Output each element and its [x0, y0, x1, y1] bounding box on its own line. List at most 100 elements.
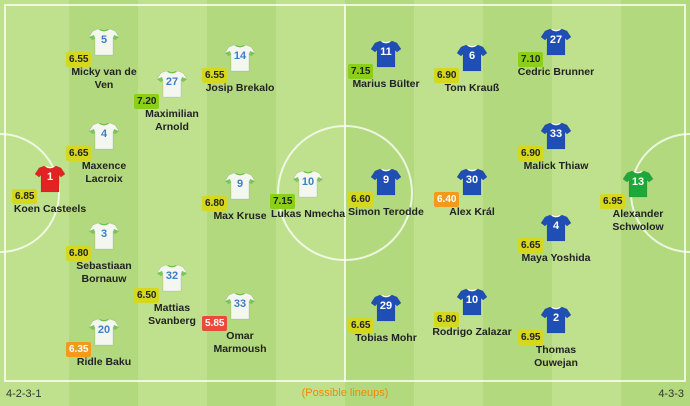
jersey-number: 4 [552, 220, 560, 232]
player-name: Mattias Svanberg [148, 302, 196, 327]
player-rating-badge: 7.10 [518, 52, 544, 67]
player-name: Marius Bülter [352, 78, 420, 90]
player-rating-badge: 6.80 [434, 312, 460, 327]
jersey-icon: 11 [371, 40, 401, 68]
away-formation: 4-3-3 [658, 388, 684, 400]
jersey-number: 11 [380, 46, 392, 58]
player-rating-badge: 6.65 [348, 318, 374, 333]
jersey-number: 10 [301, 176, 315, 188]
player-rating-badge: 6.60 [348, 192, 374, 207]
jersey-number: 27 [165, 76, 179, 88]
player-name: Max Kruse [213, 210, 267, 222]
player-rating-badge: 6.80 [66, 246, 92, 261]
jersey-number: 14 [233, 50, 247, 62]
jersey-number: 29 [379, 300, 393, 312]
player-name: Omar Marmoush [213, 330, 267, 355]
player-rating-badge: 6.40 [434, 192, 460, 207]
jersey-icon: 3 [89, 222, 119, 250]
jersey-number: 4 [100, 128, 108, 140]
player-name: Micky van de Ven [71, 66, 137, 91]
jersey-number: 3 [100, 228, 108, 240]
player-rating-badge: 6.95 [518, 330, 544, 345]
player-name: Lukas Nmecha [270, 208, 346, 220]
player-name: Alexander Schwolow [612, 208, 664, 233]
jersey-icon: 10 [293, 170, 323, 198]
player-name: Tom Krauß [444, 82, 500, 94]
jersey-icon: 33 [225, 292, 255, 320]
player-rating-badge: 7.20 [134, 94, 160, 109]
home-formation: 4-2-3-1 [6, 388, 42, 400]
player-name: Alex Král [449, 206, 495, 218]
player-name: Simon Terodde [348, 206, 424, 218]
jersey-icon: 9 [371, 168, 401, 196]
player-rating-badge: 6.90 [518, 146, 544, 161]
possible-lineups-link[interactable]: (Possible lineups) [301, 387, 389, 399]
jersey-icon: 1 [35, 165, 65, 193]
jersey-number: 9 [382, 174, 390, 186]
jersey-number: 27 [549, 34, 563, 46]
jersey-number: 32 [165, 270, 179, 282]
player-name: Josip Brekalo [205, 82, 275, 94]
jersey-icon: 14 [225, 44, 255, 72]
player-rating-badge: 6.85 [12, 189, 38, 204]
player-name: Malick Thiaw [523, 160, 589, 172]
player-rating-badge: 7.15 [270, 194, 296, 209]
player-rating-badge: 6.55 [66, 52, 92, 67]
jersey-number: 33 [233, 298, 247, 310]
player-rating-badge: 6.55 [202, 68, 228, 83]
jersey-number: 1 [46, 171, 54, 183]
jersey-number: 5 [100, 34, 108, 46]
jersey-number: 13 [631, 176, 645, 188]
jersey-icon: 13 [623, 170, 653, 198]
player-rating-badge: 6.65 [66, 146, 92, 161]
player-rating-badge: 5.85 [202, 316, 228, 331]
player-name: Thomas Ouwejan [534, 344, 578, 369]
player-rating-badge: 6.95 [600, 194, 626, 209]
jersey-number: 10 [465, 294, 479, 306]
player-name: Maya Yoshida [521, 252, 591, 264]
player-rating-badge: 6.90 [434, 68, 460, 83]
player-name: Ridle Baku [76, 356, 132, 368]
player-name: Rodrigo Zalazar [432, 326, 512, 338]
jersey-icon: 4 [541, 214, 571, 242]
jersey-icon: 2 [541, 306, 571, 334]
player-rating-badge: 6.80 [202, 196, 228, 211]
jersey-icon: 27 [157, 70, 187, 98]
jersey-number: 30 [465, 174, 479, 186]
jersey-icon: 30 [457, 168, 487, 196]
player-name: Cedric Brunner [517, 66, 595, 78]
player-rating-badge: 6.50 [134, 288, 160, 303]
jersey-icon: 9 [225, 172, 255, 200]
player-rating-badge: 6.35 [66, 342, 92, 357]
jersey-number: 6 [468, 50, 476, 62]
jersey-icon: 5 [89, 28, 119, 56]
jersey-number: 9 [236, 178, 244, 190]
player-rating-badge: 7.15 [348, 64, 374, 79]
jersey-number: 20 [97, 324, 111, 336]
player-name: Sebastiaan Bornauw [76, 260, 132, 285]
player-rating-badge: 6.65 [518, 238, 544, 253]
jersey-icon: 27 [541, 28, 571, 56]
